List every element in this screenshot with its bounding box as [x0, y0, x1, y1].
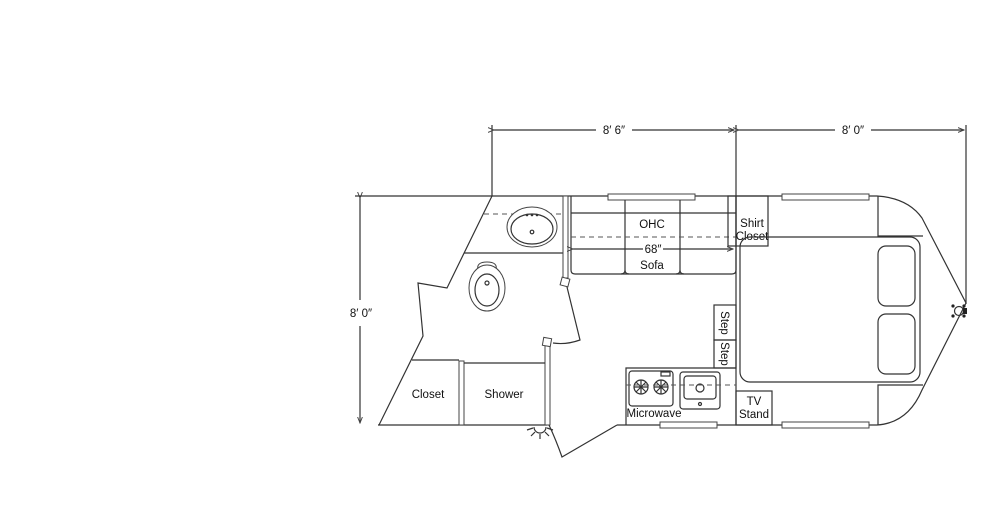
- closet-label: Closet: [412, 389, 445, 401]
- ohc-label: OHC: [639, 219, 665, 231]
- sofa: [571, 193, 737, 275]
- step-label-2: Step: [718, 342, 730, 366]
- sofa-label: Sofa: [640, 260, 664, 272]
- bed: [739, 196, 923, 425]
- shirt-closet: [727, 195, 769, 247]
- toilet-icon: [468, 261, 506, 312]
- kitchen-sink: [679, 371, 721, 410]
- shower-label: Shower: [485, 389, 524, 401]
- sofa-width-label: 68″: [645, 244, 662, 256]
- dimension-width-nose: 8′ 0″: [842, 125, 864, 137]
- pillow: [877, 313, 916, 375]
- pillow: [877, 245, 916, 307]
- dimension-lines: [360, 125, 967, 425]
- kitchen: [625, 367, 736, 425]
- microwave-label: Microwave: [627, 408, 682, 420]
- bathroom: [378, 195, 581, 426]
- window: [781, 193, 870, 201]
- burner-icon: [633, 371, 671, 395]
- window: [781, 421, 870, 429]
- stand-label: Stand: [739, 409, 769, 421]
- hitch-icon: [951, 304, 967, 318]
- step-label-1: Step: [718, 311, 730, 335]
- dimension-width-front: 8′ 6″: [603, 125, 625, 137]
- window: [659, 421, 718, 429]
- dimension-height: 8′ 0″: [350, 308, 372, 320]
- porch-light-icon: [526, 426, 554, 439]
- window: [607, 193, 696, 201]
- tv-stand: [735, 390, 773, 426]
- shirt-closet-label-1: Shirt: [740, 218, 764, 230]
- tv-label: TV: [747, 396, 762, 408]
- entry-door[interactable]: [548, 424, 618, 458]
- bathroom-sink-icon: [506, 206, 558, 248]
- stove: [628, 370, 674, 407]
